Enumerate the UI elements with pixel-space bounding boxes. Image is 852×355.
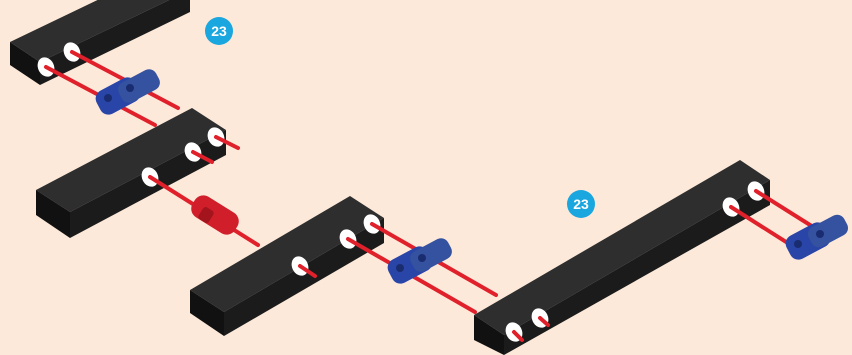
beam-4 <box>474 160 770 355</box>
step-badge-label: 23 <box>211 23 227 39</box>
beam-1 <box>10 0 190 85</box>
step-badge-label: 23 <box>573 196 589 212</box>
blue-connector-3 <box>782 212 850 263</box>
step-badge-1: 23 <box>205 17 233 45</box>
step-badge-2: 23 <box>567 190 595 218</box>
